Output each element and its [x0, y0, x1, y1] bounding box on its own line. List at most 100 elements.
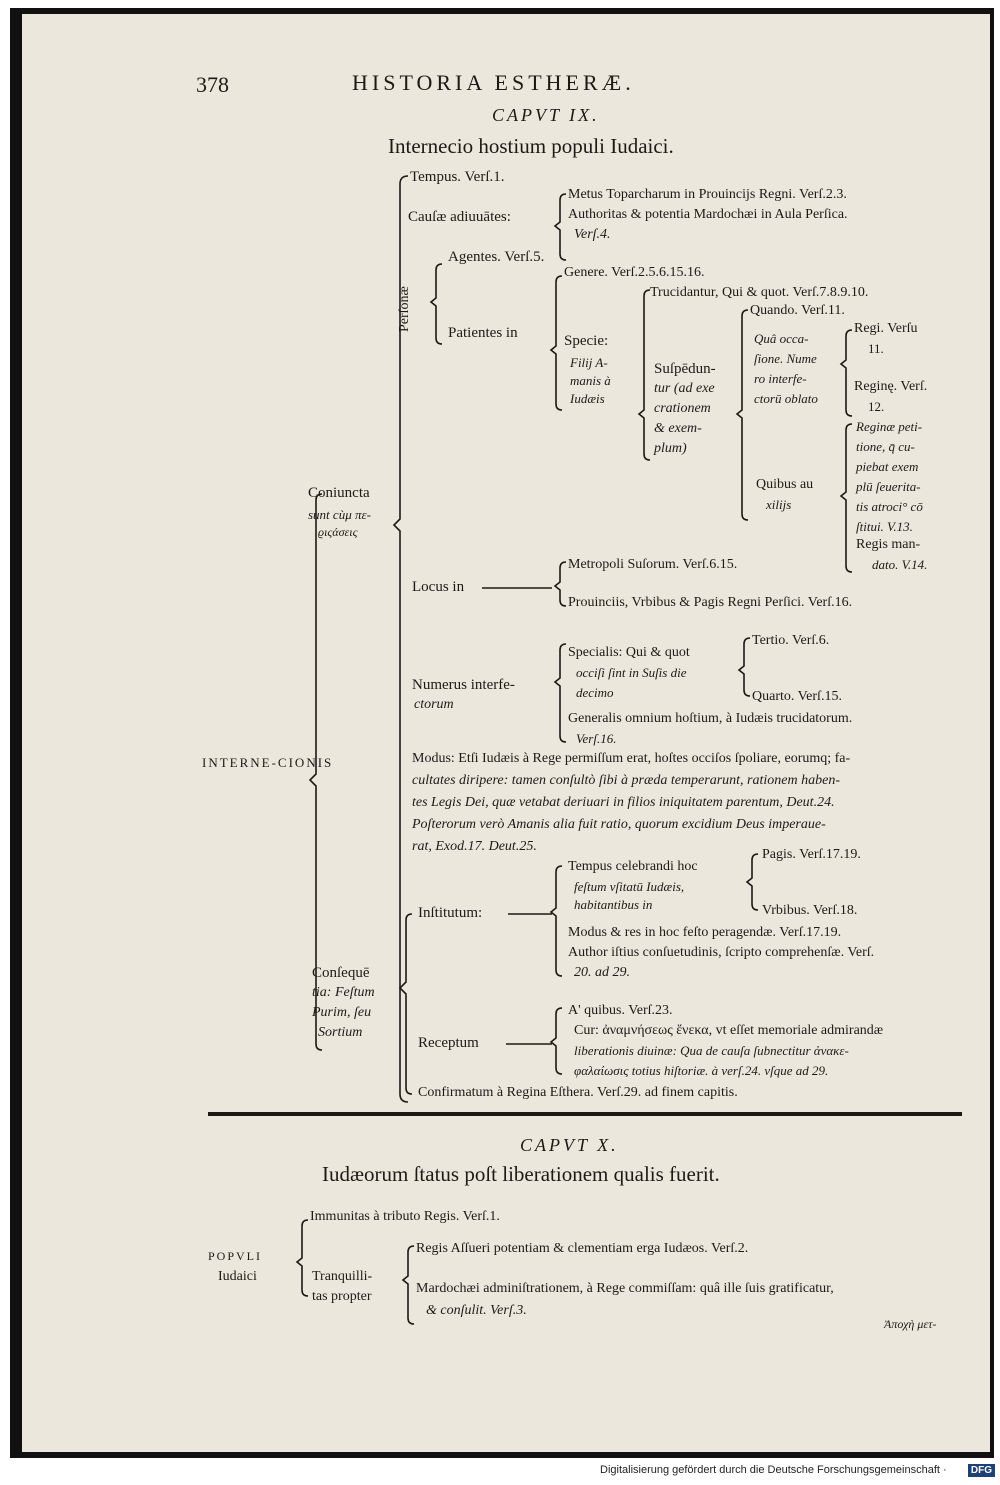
bracket-lines: [208, 175, 962, 1325]
specie2: Filij A-: [570, 355, 608, 370]
reg-peti6: ſtitui. V.13.: [856, 519, 913, 534]
vrbibus: Vrbibus. Verſ.18.: [762, 903, 858, 918]
brace-consequentia: [398, 913, 413, 1095]
mardochaei: Mardochæi adminiſtrationem, à Rege commi…: [416, 1281, 834, 1296]
generalis2: Verſ.16.: [576, 731, 617, 746]
mardochaei2: & conſulit. Verſ.3.: [426, 1303, 527, 1318]
brace-personae: [429, 263, 443, 345]
consequentia4: Sortium: [318, 1025, 363, 1040]
regis-mandato2: dato. V.14.: [872, 557, 928, 572]
patientes: Patientes in: [448, 325, 518, 341]
catchword: Ἀποχὴ μετ-: [884, 1317, 937, 1331]
reginae2: 12.: [868, 399, 885, 414]
pagis: Pagis. Verſ.17.19.: [762, 847, 861, 862]
reg-peti2: tione, q̄ cu-: [856, 439, 915, 454]
running-title: HISTORIA ESTHERÆ.: [352, 70, 635, 95]
modus-line3: tes Legis Dei, quæ vetabat deriuari in f…: [412, 795, 835, 810]
populi: POPVLI: [208, 1249, 263, 1263]
quarto: Quarto. Verſ.15.: [752, 689, 842, 704]
brace-patientes: [549, 275, 563, 411]
brace-qua: [839, 329, 853, 417]
qua2: ſione. Nume: [754, 351, 817, 366]
brace-populi: [295, 1219, 309, 1297]
specialis3: decimo: [576, 685, 614, 700]
generalis: Generalis omnium hoſtium, à Iudæis truci…: [568, 711, 853, 726]
regis-mandato: Regis man-: [856, 537, 921, 552]
specialis: Specialis: Qui & quot: [568, 645, 690, 660]
tranquillitas2: tas propter: [312, 1289, 372, 1304]
metropoli: Metropoli Suſorum. Verſ.6.15.: [568, 557, 738, 572]
reginae: Reginę. Verſ.: [854, 379, 928, 394]
brace-receptum: [549, 1007, 563, 1075]
suspeduntur3: crationem: [654, 401, 711, 416]
footer: Digitalisierung gefördert durch die Deut…: [600, 1464, 995, 1482]
author2: 20. ad 29.: [574, 965, 630, 980]
numerus: Numerus interfe-: [412, 677, 515, 693]
reg-peti4: plū ſeuerita-: [856, 479, 921, 494]
suspeduntur: Suſpēdun-: [654, 361, 716, 377]
coniuncta-sub2: ϱιςάσεις: [318, 525, 358, 539]
reg-peti: Reginæ peti-: [856, 419, 923, 434]
institutum: Inſtitutum:: [418, 905, 483, 921]
specialis2: occiſi ſint in Suſis die: [576, 665, 687, 680]
agentes: Agentes. Verſ.5.: [448, 249, 545, 265]
regi2: 11.: [868, 341, 884, 356]
consequentia3: Purim, ſeu: [312, 1005, 372, 1020]
personae: Perſonæ: [397, 286, 412, 332]
brace-root: [308, 493, 323, 1051]
tranquillitas: Tranquilli-: [312, 1269, 373, 1284]
specie3: manis à: [570, 373, 611, 388]
footer-credit: Digitalisierung gefördert durch die Deut…: [600, 1464, 947, 1476]
reg-peti5: tis atroci° cō: [856, 499, 923, 514]
qua: Quâ occa-: [754, 331, 809, 346]
chapter9-title: Internecio hostium populi Iudaici.: [388, 134, 674, 158]
suspeduntur5: plum): [654, 441, 687, 456]
authoritas: Authoritas & potentia Mardochæi in Aula …: [568, 207, 848, 222]
consequentia: Conſequē: [312, 965, 370, 981]
brace-causae: [553, 193, 567, 261]
iudaici: Iudaici: [218, 1269, 257, 1284]
brace-coniuncta: [392, 175, 409, 1103]
suspeduntur4: & exem-: [654, 421, 702, 436]
quando: Quando. Verſ.11.: [750, 303, 845, 318]
chapter9-caput: CAPVT IX.: [492, 105, 600, 125]
immunitas: Immunitas à tributo Regis. Verſ.1.: [310, 1209, 500, 1224]
brace-specie: [637, 289, 651, 461]
coniuncta: Coniuncta: [308, 485, 370, 501]
author: Author iſtius conſuetudinis, ſcripto com…: [568, 945, 875, 960]
authoritas2: Verſ.4.: [574, 227, 611, 242]
specie: Specie:: [564, 333, 609, 349]
cur3: φαλαίωσις totius hiſtoriæ. à verſ.24. vſ…: [574, 1063, 829, 1078]
regi: Regi. Verſu: [854, 321, 918, 336]
modus-line2: cultates diripere: tamen conſultò ſibi à…: [412, 773, 840, 788]
modus-line4: Poſterorum verò Amanis alia fuit ratio, …: [412, 817, 826, 832]
tempus-celebrandi3: habitantibus in: [574, 897, 653, 912]
tempus: Tempus. Verſ.1.: [410, 169, 505, 185]
cur2: liberationis diuinæ: Qua de cauſa ſubnec…: [574, 1043, 849, 1058]
qua3: ro interfe-: [754, 371, 807, 386]
receptum: Receptum: [418, 1035, 479, 1051]
page-number: 378: [196, 72, 229, 97]
brace-tempus-cel: [745, 853, 759, 911]
brace-numerus: [553, 643, 567, 743]
root-interne: INTERNE-CIONIS: [202, 755, 334, 770]
tempus-celebrandi2: feſtum vſitatū Iudæis,: [574, 879, 685, 894]
quibus: Quibus au: [756, 477, 814, 492]
prouinciis: Prouinciis, Vrbibus & Pagis Regni Perſic…: [568, 595, 853, 610]
modus-res: Modus & res in hoc feſto peragendæ. Verſ…: [568, 925, 842, 940]
numerus2: ctorum: [414, 697, 454, 712]
locus: Locus in: [412, 579, 465, 595]
a-quibus: A' quibus. Verſ.23.: [568, 1003, 673, 1018]
brace-suspend: [735, 309, 749, 521]
cur: Cur: ἀναμνήσεως ἕνεκα, vt eſſet memorial…: [574, 1023, 884, 1038]
chapter10-caput: CAPVT X.: [520, 1135, 619, 1155]
brace-specialis: [737, 637, 751, 697]
brace-tranquillitas: [401, 1245, 415, 1325]
specie4: Iudæis: [570, 391, 605, 406]
modus-line5: rat, Exod.17. Deut.25.: [412, 839, 537, 854]
trucidantur: Trucidantur, Qui & quot. Verſ.7.8.9.10.: [650, 285, 869, 300]
brace-institutum: [549, 865, 563, 977]
confirmatum: Confirmatum à Regina Eſthera. Verſ.29. a…: [418, 1085, 738, 1100]
suspeduntur2: tur (ad exe: [654, 381, 715, 396]
reg-peti3: piebat exem: [856, 459, 919, 474]
